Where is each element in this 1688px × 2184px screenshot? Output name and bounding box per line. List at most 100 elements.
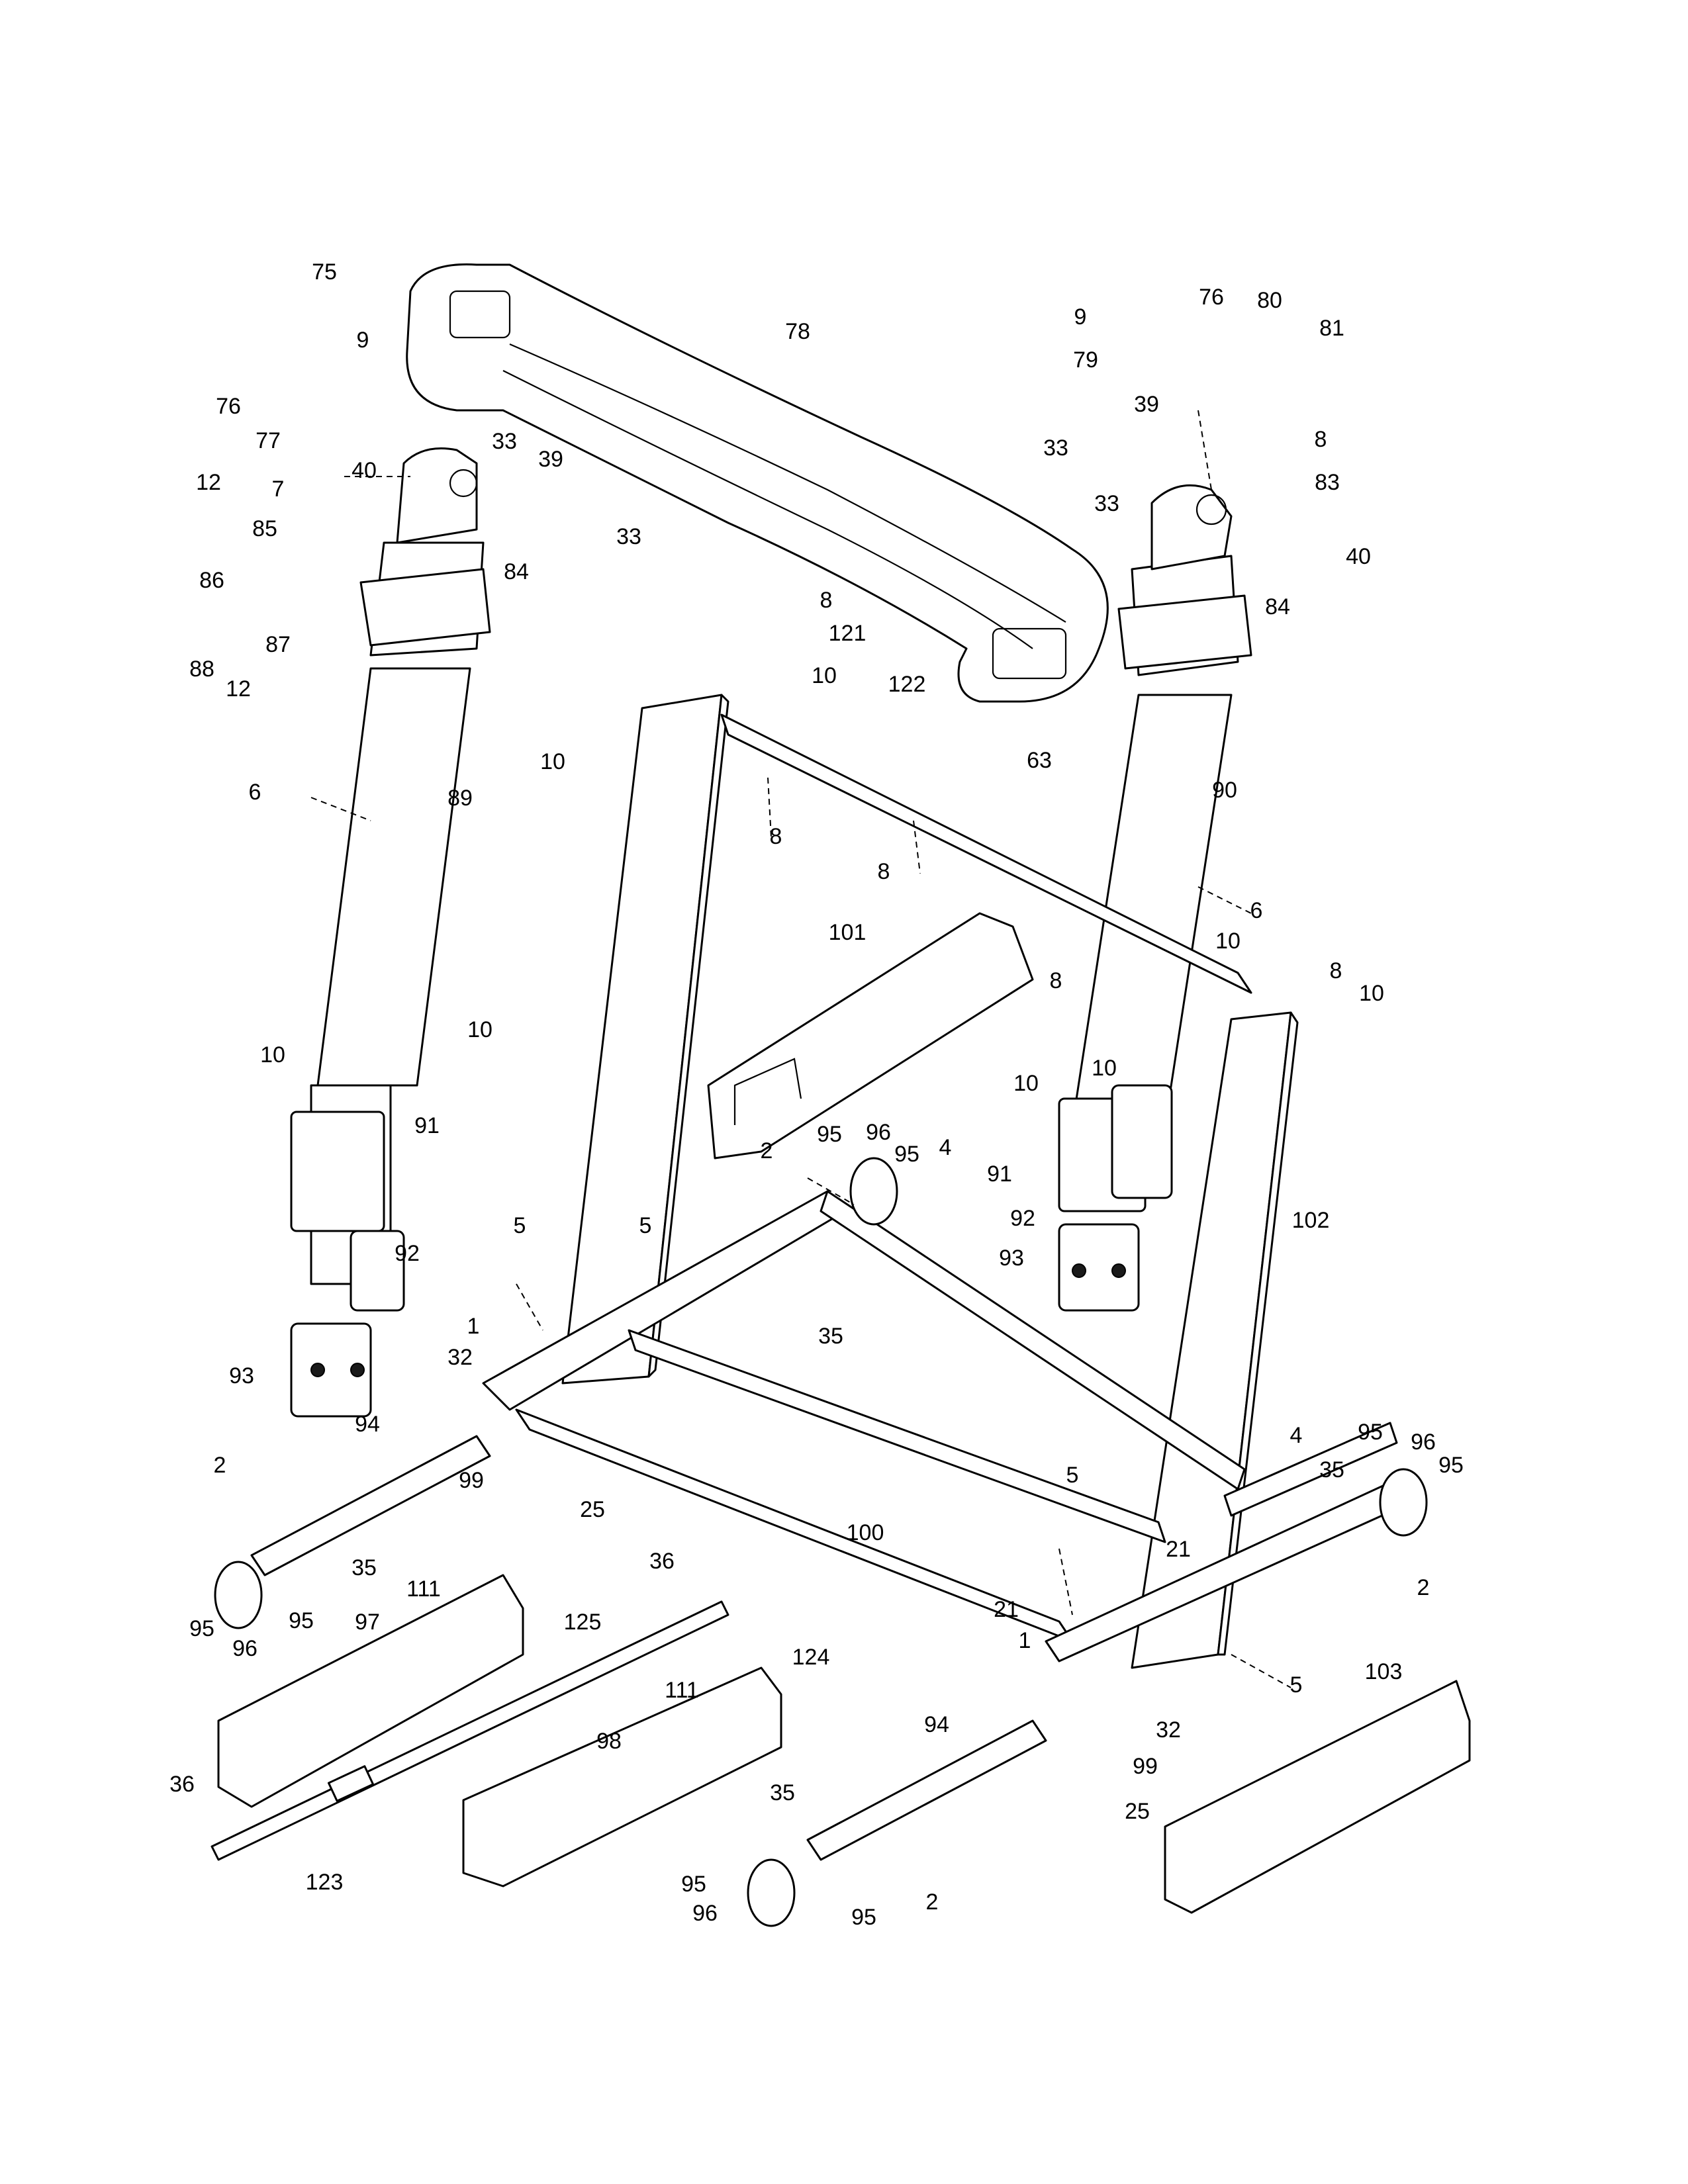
part-callout-84: 84 xyxy=(1265,594,1290,619)
part-callout-80: 80 xyxy=(1257,288,1282,313)
part-callout-95: 95 xyxy=(289,1608,314,1633)
part-callout-111: 111 xyxy=(406,1576,441,1602)
part-callout-35: 35 xyxy=(770,1780,795,1805)
part-callout-99: 99 xyxy=(459,1468,484,1493)
part-callout-40: 40 xyxy=(352,458,377,483)
part-callout-123: 123 xyxy=(306,1870,344,1895)
part-callout-84: 84 xyxy=(504,559,529,584)
part-callout-33: 33 xyxy=(492,429,517,454)
leg-extensions xyxy=(250,1435,1047,1861)
part-callout-102: 102 xyxy=(1292,1208,1330,1233)
part-callout-121: 121 xyxy=(829,621,867,646)
part-callout-85: 85 xyxy=(252,516,277,541)
part-callout-97: 97 xyxy=(355,1610,380,1635)
part-callout-98: 98 xyxy=(596,1729,622,1754)
part-callout-35: 35 xyxy=(1319,1457,1344,1482)
part-callout-95: 95 xyxy=(681,1872,706,1897)
part-callout-96: 96 xyxy=(232,1636,258,1661)
part-callout-21: 21 xyxy=(994,1597,1019,1622)
part-callout-96: 96 xyxy=(1411,1430,1436,1455)
part-callout-103: 103 xyxy=(1365,1659,1403,1684)
part-callout-86: 86 xyxy=(199,568,224,593)
part-callout-10: 10 xyxy=(467,1017,492,1042)
part-callout-32: 32 xyxy=(1156,1717,1181,1743)
part-callout-40: 40 xyxy=(1346,544,1371,569)
part-callout-99: 99 xyxy=(1133,1754,1158,1779)
part-callout-39: 39 xyxy=(1134,392,1159,417)
part-callout-87: 87 xyxy=(265,632,291,657)
wheels xyxy=(214,1157,1428,1927)
part-callout-10: 10 xyxy=(812,663,837,688)
part-callout-96: 96 xyxy=(692,1901,718,1926)
part-callout-125: 125 xyxy=(564,1610,602,1635)
part-callout-88: 88 xyxy=(189,657,214,682)
part-callout-95: 95 xyxy=(817,1122,842,1147)
part-callout-77: 77 xyxy=(256,428,281,453)
left-upright-part xyxy=(290,447,491,1418)
part-callout-21: 21 xyxy=(1166,1537,1191,1562)
part-callout-10: 10 xyxy=(540,749,565,774)
part-callout-35: 35 xyxy=(352,1555,377,1580)
part-callout-2: 2 xyxy=(761,1138,773,1163)
part-callout-6: 6 xyxy=(1250,898,1263,923)
side-rails xyxy=(217,1574,1471,1914)
part-callout-8: 8 xyxy=(1050,968,1062,993)
part-callout-5: 5 xyxy=(1066,1463,1079,1488)
part-callout-9: 9 xyxy=(357,328,369,353)
part-callout-76: 76 xyxy=(216,394,241,419)
part-callout-7: 7 xyxy=(272,477,285,502)
part-callout-4: 4 xyxy=(939,1135,952,1160)
part-callout-95: 95 xyxy=(1358,1420,1383,1445)
part-callout-8: 8 xyxy=(1330,958,1342,983)
part-callout-5: 5 xyxy=(1290,1672,1303,1698)
part-callout-100: 100 xyxy=(847,1520,884,1545)
part-callout-2: 2 xyxy=(1417,1575,1430,1600)
motor-hood-part xyxy=(707,912,1034,1160)
part-callout-35: 35 xyxy=(818,1324,843,1349)
part-callout-95: 95 xyxy=(894,1142,919,1167)
handlebar-part xyxy=(406,263,1109,703)
part-callout-75: 75 xyxy=(312,259,337,285)
part-callout-90: 90 xyxy=(1212,778,1237,803)
part-callout-25: 25 xyxy=(1125,1799,1150,1824)
part-callout-78: 78 xyxy=(785,319,810,344)
part-callout-2: 2 xyxy=(926,1889,939,1915)
part-callout-94: 94 xyxy=(355,1412,380,1437)
part-callout-10: 10 xyxy=(1013,1071,1039,1096)
incline-tube xyxy=(211,1600,729,1861)
part-callout-5: 5 xyxy=(514,1213,526,1238)
part-callout-8: 8 xyxy=(770,824,782,849)
part-callout-95: 95 xyxy=(1438,1453,1464,1478)
assembly-guides xyxy=(310,410,1291,1688)
part-callout-10: 10 xyxy=(260,1042,285,1068)
part-callout-1: 1 xyxy=(1019,1628,1031,1653)
part-callout-33: 33 xyxy=(616,524,641,549)
part-callout-93: 93 xyxy=(999,1246,1024,1271)
part-callout-12: 12 xyxy=(196,470,221,495)
part-callout-91: 91 xyxy=(414,1113,440,1138)
part-callout-81: 81 xyxy=(1319,316,1344,341)
part-callout-95: 95 xyxy=(851,1905,876,1930)
base-frame xyxy=(482,1190,1398,1662)
part-callout-36: 36 xyxy=(649,1549,675,1574)
part-callout-101: 101 xyxy=(829,920,867,945)
part-callout-32: 32 xyxy=(447,1345,473,1370)
part-callout-92: 92 xyxy=(395,1241,420,1266)
part-callout-5: 5 xyxy=(639,1213,652,1238)
part-callout-92: 92 xyxy=(1010,1206,1035,1231)
part-callout-122: 122 xyxy=(888,672,926,697)
part-callout-8: 8 xyxy=(1315,427,1327,452)
part-callout-124: 124 xyxy=(792,1645,830,1670)
part-callout-91: 91 xyxy=(987,1161,1012,1187)
part-callout-4: 4 xyxy=(1290,1423,1303,1448)
part-callout-76: 76 xyxy=(1199,285,1224,310)
part-callout-2: 2 xyxy=(214,1453,226,1478)
part-callout-33: 33 xyxy=(1043,435,1068,461)
part-callout-1: 1 xyxy=(467,1314,480,1339)
part-callout-33: 33 xyxy=(1094,491,1119,516)
part-callout-79: 79 xyxy=(1073,347,1098,373)
right-upright-part xyxy=(1058,484,1252,1312)
part-callout-83: 83 xyxy=(1315,470,1340,495)
